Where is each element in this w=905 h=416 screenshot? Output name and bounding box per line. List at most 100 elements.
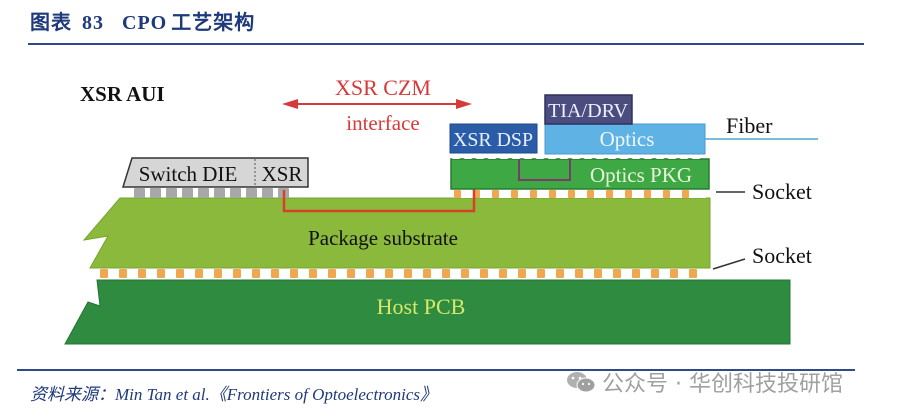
- solder-bump: [100, 269, 108, 278]
- switch-die: [121, 157, 309, 188]
- solder-bump: [644, 154, 652, 159]
- fiber-label: Fiber: [726, 113, 773, 138]
- title-divider: [28, 43, 864, 45]
- xsr-dsp-chip: [449, 123, 538, 154]
- solder-bump: [556, 269, 564, 278]
- optics-pkg-label: Optics PKG: [590, 163, 692, 187]
- solder-bump: [166, 188, 177, 198]
- optics-pkg: [450, 158, 710, 190]
- switch-xsr-label: XSR: [262, 162, 303, 186]
- interface-label-line2: interface: [346, 111, 419, 135]
- solder-bump: [620, 154, 628, 159]
- lower-socket-bumps: [100, 269, 708, 278]
- solder-bump: [548, 154, 556, 159]
- solder-bump: [461, 269, 469, 278]
- optics-pkg-top-bumps: [452, 154, 700, 159]
- solder-bump: [347, 269, 355, 278]
- solder-bump: [596, 154, 604, 159]
- solder-bump: [271, 269, 279, 278]
- solder-bump: [182, 188, 193, 198]
- solder-bump: [682, 190, 689, 198]
- solder-bump: [625, 190, 632, 198]
- socket-lower-label: Socket: [752, 243, 812, 268]
- solder-bump: [404, 269, 412, 278]
- solder-bump: [572, 154, 580, 159]
- solder-bump: [150, 188, 161, 198]
- solder-bump: [511, 190, 518, 198]
- solder-bump: [689, 269, 697, 278]
- solder-bump: [632, 154, 640, 159]
- title-cn: 工艺架构: [171, 10, 256, 34]
- solder-bump: [524, 154, 532, 159]
- watermark-text: 公众号 · 华创科技投研馆: [602, 372, 843, 397]
- solder-bump: [692, 154, 700, 159]
- xsr-dsp-label: XSR DSP: [453, 129, 533, 151]
- solder-bump: [230, 188, 241, 198]
- solder-bump: [536, 154, 544, 159]
- solder-bump: [157, 269, 165, 278]
- solder-bump: [309, 269, 317, 278]
- solder-bump: [584, 154, 592, 159]
- solder-bump: [214, 188, 225, 198]
- solder-bump: [262, 188, 273, 198]
- solder-bump: [198, 188, 209, 198]
- tia-drv-chip: [544, 94, 633, 125]
- title-latin: CPO: [122, 12, 168, 34]
- tia-drv-label: TIA/DRV: [548, 100, 629, 122]
- solder-bump: [138, 269, 146, 278]
- solder-bump: [668, 154, 676, 159]
- solder-bump: [512, 154, 520, 159]
- interface-label-line1: XSR CZM: [335, 75, 431, 100]
- solder-bump: [549, 190, 556, 198]
- solder-bump: [568, 190, 575, 198]
- solder-bump: [464, 154, 472, 159]
- solder-bump: [670, 269, 678, 278]
- solder-bump: [518, 269, 526, 278]
- solder-bump: [530, 190, 537, 198]
- solder-bump: [290, 269, 298, 278]
- solder-bump: [587, 190, 594, 198]
- figure-number: 83: [82, 12, 104, 34]
- solder-bump: [663, 190, 670, 198]
- switch-die-label: Switch DIE: [139, 162, 238, 186]
- solder-bump: [452, 154, 460, 159]
- solder-bump: [134, 188, 145, 198]
- solder-bump: [442, 269, 450, 278]
- solder-bump: [644, 190, 651, 198]
- source-text: Min Tan et al.《Frontiers of Optoelectron…: [115, 385, 438, 404]
- solder-bump: [560, 154, 568, 159]
- optics-pkg-internal-trace: [518, 159, 571, 181]
- host-pcb-label: Host PCB: [377, 294, 466, 319]
- solder-bump: [680, 154, 688, 159]
- solder-bump: [328, 269, 336, 278]
- solder-bump: [214, 269, 222, 278]
- optics-label: Optics: [600, 127, 655, 151]
- upper-socket-bumps: [454, 190, 706, 198]
- solder-bump: [606, 190, 613, 198]
- source-prefix: 资料来源：: [30, 385, 115, 404]
- solder-bump: [594, 269, 602, 278]
- socket-lower-leader: [712, 258, 746, 270]
- xsr-aui-label: XSR AUI: [80, 82, 165, 106]
- wechat-icon: [567, 372, 596, 393]
- watermark: 公众号 · 华创科技投研馆: [566, 366, 843, 398]
- solder-bump: [423, 269, 431, 278]
- figure-label: 图表: [30, 10, 72, 34]
- arrowhead-right-icon: [456, 99, 472, 109]
- solder-bump: [575, 269, 583, 278]
- solder-bump: [195, 269, 203, 278]
- footer-divider: [17, 369, 855, 371]
- source-note: 资料来源：Min Tan et al.《Frontiers of Optoele…: [30, 380, 437, 405]
- solder-bump: [537, 269, 545, 278]
- solder-bump: [632, 269, 640, 278]
- solder-bump: [476, 154, 484, 159]
- solder-bump: [613, 269, 621, 278]
- solder-bump: [176, 269, 184, 278]
- package-substrate: [82, 197, 711, 269]
- bump-row-background: [454, 190, 706, 198]
- solder-bump: [252, 269, 260, 278]
- solder-bump: [499, 269, 507, 278]
- arrowhead-left-icon: [282, 99, 298, 109]
